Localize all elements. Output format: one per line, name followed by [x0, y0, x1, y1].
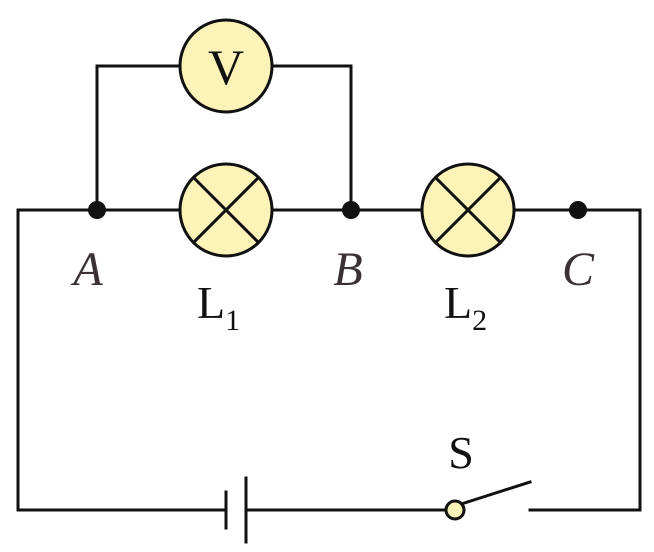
- point-label-b: B: [333, 243, 362, 296]
- switch-pivot: [444, 499, 466, 521]
- lamp-l1: [178, 162, 274, 258]
- lamp-l1-letter: L: [197, 277, 225, 328]
- switch-label: S: [448, 427, 474, 478]
- node-c: [569, 201, 587, 219]
- voltmeter-circle: [178, 18, 274, 114]
- voltmeter-symbol: V: [208, 39, 244, 95]
- switch: S: [444, 427, 532, 521]
- node-b: [342, 201, 360, 219]
- lamp-l2-subscript: 2: [472, 304, 487, 337]
- battery: [224, 476, 248, 544]
- lamp-l2-letter: L: [444, 277, 472, 328]
- switch-blade: [453, 480, 532, 508]
- point-label-c: C: [562, 243, 595, 296]
- lamp-l2-cross-b: [433, 175, 503, 245]
- point-label-a: A: [70, 243, 103, 296]
- wires: [16, 64, 642, 512]
- voltmeter: V: [178, 18, 274, 114]
- lamp-l2: [420, 162, 516, 258]
- lamp-l1-cross-b: [191, 175, 261, 245]
- node-a: [88, 201, 106, 219]
- lamp-l2-label: L2: [444, 277, 487, 337]
- lamp-l1-subscript: 1: [225, 304, 240, 337]
- lamp-l1-label: L1: [197, 277, 240, 337]
